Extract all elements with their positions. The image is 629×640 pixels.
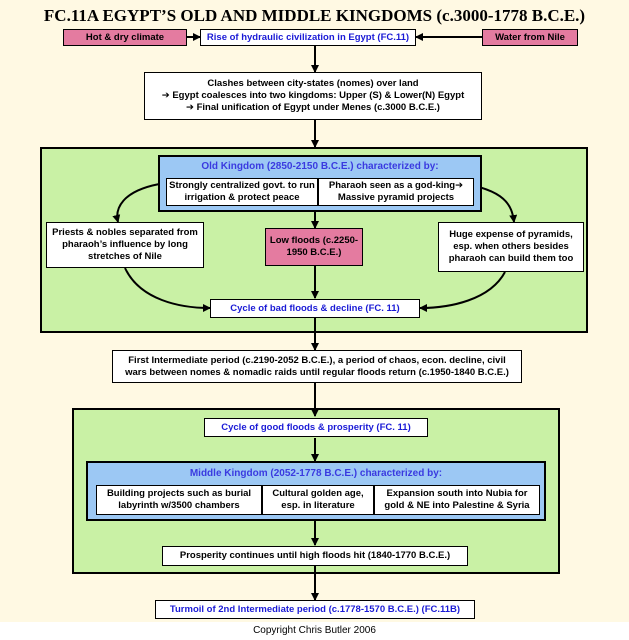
hot-dry-climate-box: Hot & dry climate [63,29,187,46]
old-kingdom-cell-govt: Strongly centralized govt. to run irriga… [166,178,318,206]
low-floods-box: Low floods (c.2250-1950 B.C.E.) [265,228,363,266]
priests-nobles-box: Priests & nobles separated from pharaoh’… [46,222,204,268]
clashes-line-2: ➔ Egypt coalesces into two kingdoms: Upp… [161,90,465,102]
first-intermediate-box: First Intermediate period (c.2190-2052 B… [112,350,522,383]
copyright-footer: Copyright Chris Butler 2006 [0,622,629,640]
old-kingdom-title: Old Kingdom (2850-2150 B.C.E.) character… [201,161,439,172]
middle-kingdom-title: Middle Kingdom (2052-1778 B.C.E.) charac… [189,468,443,479]
clashes-box: Clashes between city-states (nomes) over… [144,72,482,120]
prosperity-box: Prosperity continues until high floods h… [162,546,468,566]
middle-kingdom-cell-expansion: Expansion south into Nubia for gold & NE… [374,485,540,515]
water-from-nile-box: Water from Nile [482,29,578,46]
bad-floods-cycle-box: Cycle of bad floods & decline (FC. 11) [210,299,420,318]
old-kingdom-characteristics: Old Kingdom (2850-2150 B.C.E.) character… [158,155,482,212]
hydraulic-civilization-box: Rise of hydraulic civilization in Egypt … [200,29,416,46]
middle-kingdom-cell-culture: Cultural golden age, esp. in literature [262,485,374,515]
clashes-line-1: Clashes between city-states (nomes) over… [207,78,419,90]
pyramid-expense-box: Huge expense of pyramids, esp. when othe… [438,222,584,272]
turmoil-box: Turmoil of 2nd Intermediate period (c.17… [155,600,475,619]
old-kingdom-cell-pharaoh: Pharaoh seen as a god-king➔ Massive pyra… [318,178,474,206]
page-title: FC.11A EGYPT’S OLD AND MIDDLE KINGDOMS (… [43,6,586,25]
clashes-line-3: ➔ Final unification of Egypt under Menes… [186,101,440,113]
middle-kingdom-characteristics: Middle Kingdom (2052-1778 B.C.E.) charac… [86,461,546,521]
middle-kingdom-cell-building: Building projects such as burial labyrin… [96,485,262,515]
good-floods-cycle-box: Cycle of good floods & prosperity (FC. 1… [204,418,428,437]
